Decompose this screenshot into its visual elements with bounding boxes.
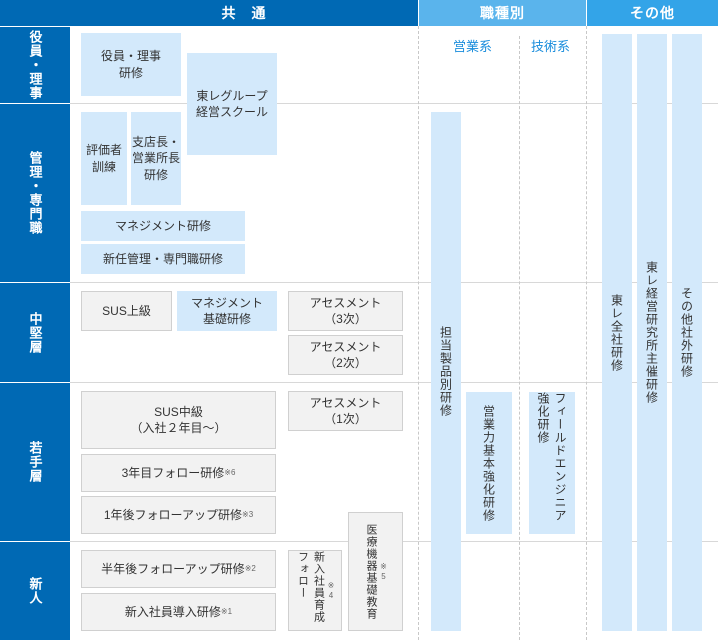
program-1-year-followup[interactable]: 1年後フォローアップ研修※3	[81, 496, 276, 534]
row-label-young: 若手層	[0, 383, 70, 541]
program-newcomer-intro[interactable]: 新入社員導入研修※1	[81, 593, 276, 631]
program-toray-company-label: 東レ全社研修	[609, 293, 624, 372]
program-product-training-label: 担当製品別研修	[438, 326, 453, 417]
program-management-basic[interactable]: マネジメント 基礎研修	[177, 291, 277, 331]
note-marker: ※3	[242, 509, 254, 519]
program-field-engineer-label: フィールドエンジニア強化研修	[536, 392, 567, 522]
program-product-training[interactable]: 担当製品別研修	[431, 112, 461, 631]
program-external[interactable]: その他社外研修	[672, 34, 702, 631]
program-toray-institute-label: 東レ経営研究所主催研修	[644, 261, 659, 404]
program-1-year-followup-label: 1年後フォローアップ研修	[103, 507, 243, 522]
program-management[interactable]: マネジメント研修	[81, 211, 245, 241]
program-toray-company[interactable]: 東レ全社研修	[602, 34, 632, 631]
program-3rd-year-follow[interactable]: 3年目フォロー研修※6	[81, 454, 276, 492]
row-label-new: 新人	[0, 542, 70, 640]
program-newcomer-follow-label: 新入社員育成フォロー	[296, 551, 325, 623]
program-assessment-2[interactable]: アセスメント （2次）	[288, 335, 403, 375]
program-medical-device[interactable]: 医療機器基礎教育※5	[348, 512, 403, 631]
program-branch-manager[interactable]: 支店長・ 営業所長 研修	[131, 112, 181, 205]
program-toray-institute[interactable]: 東レ経営研究所主催研修	[637, 34, 667, 631]
header-job-type: 職種別	[419, 0, 586, 26]
program-assessment-1[interactable]: アセスメント （1次）	[288, 391, 403, 431]
program-sus-upper[interactable]: SUS上級	[81, 291, 172, 331]
note-marker: ※4	[326, 580, 336, 601]
program-sales-basic[interactable]: 営業力基本強化研修	[466, 392, 512, 534]
program-half-year-followup[interactable]: 半年後フォローアップ研修※2	[81, 550, 276, 588]
column-divider	[418, 26, 419, 640]
subheader-sales: 営業系	[453, 39, 493, 54]
note-marker: ※2	[244, 563, 256, 573]
header-other: その他	[587, 0, 718, 26]
program-assessment-3[interactable]: アセスメント （3次）	[288, 291, 403, 331]
program-external-label: その他社外研修	[679, 287, 694, 378]
program-half-year-followup-label: 半年後フォローアップ研修	[101, 561, 245, 576]
program-3rd-year-follow-label: 3年目フォロー研修	[121, 465, 225, 480]
row-label-mid: 中堅層	[0, 283, 70, 382]
header-corner	[0, 0, 70, 26]
note-marker: ※5	[379, 561, 388, 582]
row-label-exec: 役員・理事	[0, 27, 70, 103]
note-marker: ※6	[224, 467, 236, 477]
program-medical-device-label: 医療機器基礎教育	[365, 523, 377, 620]
program-newcomer-follow[interactable]: 新入社員育成フォロー※4	[288, 550, 342, 631]
row-label-mgmt: 管理・専門職	[0, 104, 70, 282]
program-exec-training[interactable]: 役員・理事 研修	[81, 33, 181, 96]
row-divider	[70, 103, 718, 104]
program-new-manager[interactable]: 新任管理・専門職研修	[81, 244, 245, 274]
subheader-tech: 技術系	[531, 39, 571, 54]
program-sales-basic-label: 営業力基本強化研修	[481, 404, 496, 522]
program-field-engineer[interactable]: フィールドエンジニア強化研修	[529, 392, 575, 534]
header-common: 共 通	[70, 0, 418, 26]
note-marker: ※1	[220, 606, 233, 616]
program-group-school[interactable]: 東レグループ 経営スクール	[187, 53, 277, 155]
program-evaluator[interactable]: 評価者 訓練	[81, 112, 127, 205]
row-divider	[70, 282, 718, 283]
program-sus-mid[interactable]: SUS中級 （入社２年目〜）	[81, 391, 276, 449]
row-divider	[70, 382, 718, 383]
column-divider	[586, 26, 587, 640]
program-newcomer-intro-label: 新入社員導入研修	[124, 604, 221, 619]
column-divider	[519, 36, 520, 640]
